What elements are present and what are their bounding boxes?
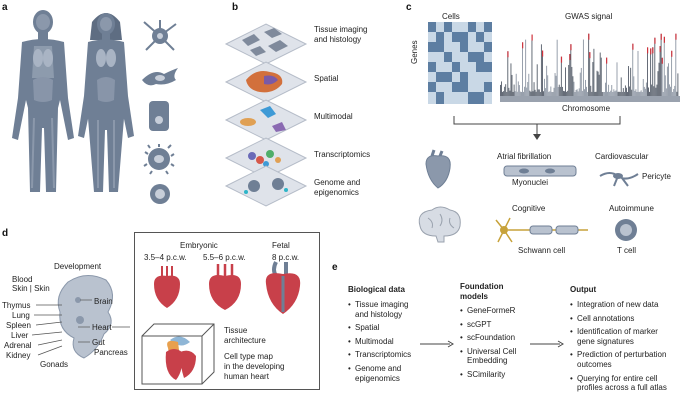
organ-gonads: Gonads (40, 360, 69, 369)
organ-spleen: Spleen (6, 321, 31, 330)
model-scimilarity: SCimilarity (460, 370, 516, 380)
organ-heart: Heart (92, 323, 112, 332)
panel-label-c: c (406, 2, 412, 13)
heart-organ-icon (425, 149, 451, 189)
bio-item-multimodal: Multimodal (348, 337, 411, 347)
cell-myonuclei: Myonuclei (512, 178, 549, 187)
organ-adrenal: Adrenal (4, 341, 32, 350)
model-scfoundation: scFoundation (460, 333, 516, 343)
female-body-figure (78, 13, 134, 192)
layer-label-imaging-1: Tissue imaging (314, 25, 368, 34)
panel-label-b: b (232, 2, 239, 13)
layer-imaging (224, 23, 308, 65)
male-body-figure (12, 10, 74, 192)
schwann-cell-icon (495, 217, 588, 243)
heart-stage-1 (154, 266, 180, 308)
organ-kidney: Kidney (6, 351, 31, 360)
heart-development-box (134, 232, 320, 390)
myonuclei-fiber-icon (503, 165, 577, 177)
trait-cardiovascular: Cardiovascular (595, 152, 649, 161)
heart-stage-2 (209, 264, 241, 310)
trait-atrial-fibrillation: Atrial fibrillation (497, 152, 552, 161)
fibroblast-cell-icon (142, 68, 178, 86)
output-integration: Integration of new data (570, 300, 667, 310)
layer-multimodal (224, 99, 308, 141)
layer-label-imaging-2: and histology (314, 35, 362, 44)
bio-item-transcriptomics: Transcriptomics (348, 350, 411, 360)
organ-pancreas: Pancreas (94, 348, 128, 357)
organ-gut: Gut (92, 338, 105, 347)
neuron-cell-icon (143, 20, 177, 51)
output-title: Output (570, 285, 597, 294)
model-scgpt: scGPT (460, 320, 516, 330)
trait-cognitive: Cognitive (512, 204, 546, 213)
cell-type-map-2: in the developing (224, 362, 285, 371)
organ-brain: Brain (94, 297, 113, 306)
organ-blood: Blood (12, 275, 33, 284)
development-title: Development (54, 262, 102, 271)
cell-type-map-1: Cell type map (224, 352, 273, 361)
heatmap-title: Cells (442, 12, 460, 21)
cell-pericyte: Pericyte (642, 172, 671, 181)
layer-label-genome-1: Genome and (314, 178, 361, 187)
layer-genome (224, 165, 308, 207)
gwas-manhattan-plot (500, 33, 680, 102)
data-layer-stack (224, 23, 308, 207)
organ-liver: Liver (11, 331, 29, 340)
trait-autoimmune: Autoimmune (609, 204, 654, 213)
cell-gene-heatmap (428, 22, 492, 104)
gwas-axis-label: Chromosome (562, 104, 611, 113)
immune-cell-icon (143, 144, 175, 175)
heart-stage-3 (265, 261, 301, 314)
organ-skin: Skin | Skin (12, 284, 50, 293)
cell-type-map-3: human heart (224, 372, 269, 381)
foundation-models-list: GeneFormeR scGPT scFoundation Universal … (460, 306, 516, 380)
fetal-label: Fetal (272, 241, 290, 250)
layer-transcriptomics (224, 137, 308, 179)
layer-label-multimodal: Multimodal (314, 112, 353, 121)
cell-schwann: Schwann cell (518, 246, 566, 255)
output-annotations: Cell annotations (570, 314, 667, 324)
embryonic-label: Embryonic (180, 241, 218, 250)
model-geneformer: GeneFormeR (460, 306, 516, 316)
arrow-bio-to-models (420, 340, 454, 348)
organ-lung: Lung (12, 311, 30, 320)
output-list: Integration of new data Cell annotations… (570, 300, 667, 393)
layer-spatial (224, 61, 308, 103)
stage-3: 8 p.c.w. (272, 253, 300, 262)
panel-label-a: a (2, 2, 8, 13)
tissue-architecture-1: Tissue (224, 326, 248, 335)
bracket-arrow (453, 116, 621, 140)
panel-label-e: e (332, 262, 338, 273)
t-cell-icon (615, 219, 637, 241)
tissue-architecture-2: architecture (224, 336, 266, 345)
pericyte-cell-icon (599, 172, 639, 187)
stage-2: 5.5–6 p.c.w. (203, 253, 246, 262)
organ-thymus: Thymus (2, 301, 31, 310)
tissue-architecture-cube (141, 323, 215, 385)
stage-1: 3.5–4 p.c.w. (144, 253, 187, 262)
cell-t-cell: T cell (617, 246, 636, 255)
round-cell-icon (150, 184, 170, 204)
biological-data-title: Biological data (348, 285, 405, 294)
foundation-models-title-1: Foundation (460, 282, 504, 291)
epithelial-cell-icon (149, 101, 169, 131)
layer-label-genome-2: epigenomics (314, 188, 359, 197)
layer-label-spatial: Spatial (314, 74, 339, 83)
panel-label-d: d (2, 228, 9, 239)
arrow-models-to-output (530, 340, 564, 348)
layer-label-transcriptomics: Transcriptomics (314, 150, 371, 159)
brain-organ-icon (418, 206, 461, 243)
gwas-title: GWAS signal (565, 12, 613, 21)
bio-item-spatial: Spatial (348, 323, 411, 333)
foundation-models-title-2: models (460, 292, 489, 301)
